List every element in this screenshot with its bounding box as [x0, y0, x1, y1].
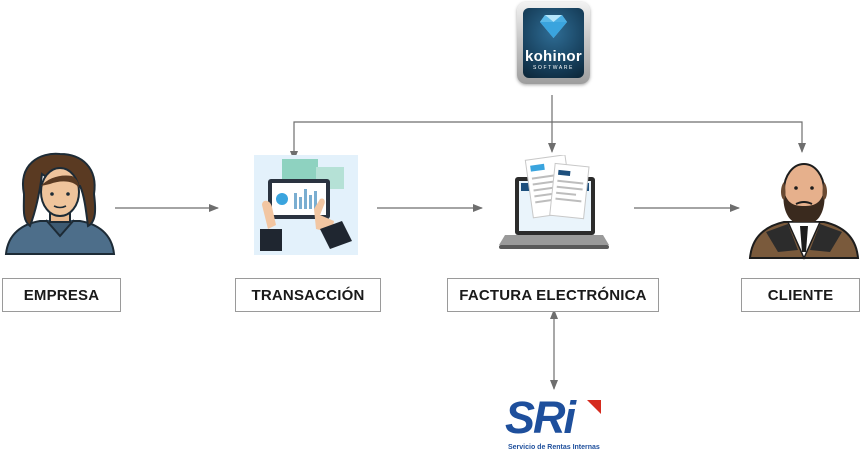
cliente-label-box: CLIENTE: [741, 278, 860, 312]
factura-label-box: FACTURA ELECTRÓNICA: [447, 278, 659, 312]
empresa-person-icon: [4, 152, 116, 255]
factura-label: FACTURA ELECTRÓNICA: [459, 286, 647, 304]
kohinor-name: kohinor: [524, 48, 583, 65]
diamond-icon: [540, 15, 567, 38]
sri-red-mark-icon: [587, 400, 601, 414]
transaccion-label: TRANSACCIÓN: [251, 286, 365, 304]
sri-name: SRi: [505, 392, 576, 443]
factura-laptop-icon: [499, 155, 609, 249]
sri-subtitle: Servicio de Rentas Internas: [508, 444, 600, 451]
cliente-label: CLIENTE: [767, 286, 834, 304]
arrow-kohinor-branches: [290, 121, 806, 161]
transaccion-tablet-icon: [254, 155, 358, 255]
empresa-label: EMPRESA: [23, 286, 100, 304]
sri-logo: SRi Servicio de Rentas Internas: [505, 392, 605, 454]
kohinor-logo: kohinor SOFTWARE: [517, 2, 590, 84]
kohinor-subtitle: SOFTWARE: [533, 65, 574, 71]
cliente-person-icon: [748, 163, 860, 260]
transaccion-label-box: TRANSACCIÓN: [235, 278, 381, 312]
empresa-label-box: EMPRESA: [2, 278, 121, 312]
